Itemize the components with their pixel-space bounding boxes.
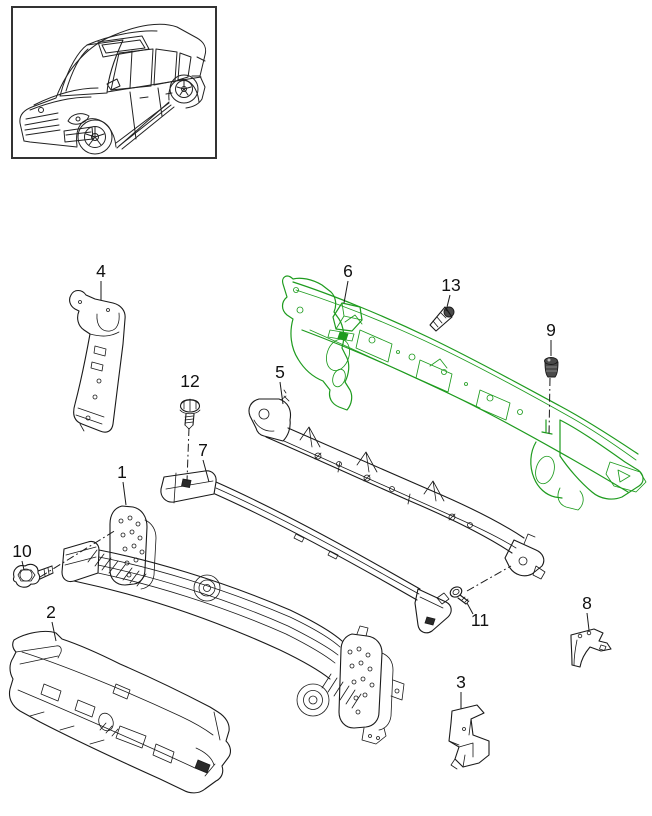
vehicle-line-art <box>19 23 207 155</box>
callout-3[interactable]: 3 <box>456 672 466 692</box>
part-7-tie-bar-drawing <box>160 470 452 634</box>
callout-9[interactable]: 9 <box>546 320 556 340</box>
part-12-bolt-drawing <box>179 398 201 430</box>
callout-1[interactable]: 1 <box>117 462 127 482</box>
callout-7[interactable]: 7 <box>198 440 208 460</box>
front-wheel <box>77 119 113 155</box>
part-4-mount-bracket-drawing <box>69 289 126 433</box>
part-10-bolt-drawing <box>12 563 54 588</box>
callout-5[interactable]: 5 <box>275 362 285 382</box>
part-3-support-bracket-drawing <box>448 704 490 770</box>
callout-4[interactable]: 4 <box>96 261 106 281</box>
left-plate-holes <box>118 515 145 578</box>
part-6-front-panel-highlighted-drawing <box>281 275 647 511</box>
callout-13[interactable]: 13 <box>441 275 460 295</box>
callout-6[interactable]: 6 <box>343 261 353 281</box>
part-1-bumper-carrier-drawing <box>61 505 405 745</box>
crossmember-holes <box>314 452 473 528</box>
callout-10[interactable]: 10 <box>12 541 32 561</box>
callout-2[interactable]: 2 <box>46 602 56 622</box>
part-8-bracket-drawing <box>570 628 612 668</box>
part-9-grommet-drawing <box>544 357 559 378</box>
callout-11[interactable]: 11 <box>471 610 489 630</box>
thumbnail-border <box>11 6 217 159</box>
callout-12[interactable]: 12 <box>180 371 199 391</box>
vehicle-thumbnail <box>11 6 217 159</box>
callout-8[interactable]: 8 <box>582 593 592 613</box>
part-11-screw-drawing <box>449 586 470 605</box>
part-2-impact-absorber-drawing <box>8 630 231 794</box>
callout-labels: 1 2 3 4 5 6 7 8 9 10 11 12 13 <box>12 261 592 692</box>
part-5-crossmember-drawing <box>248 389 546 580</box>
leader-lines <box>21 280 590 709</box>
right-plate-holes <box>347 646 375 715</box>
rear-wheel <box>169 74 199 104</box>
part-13-rivet-drawing <box>429 306 455 332</box>
